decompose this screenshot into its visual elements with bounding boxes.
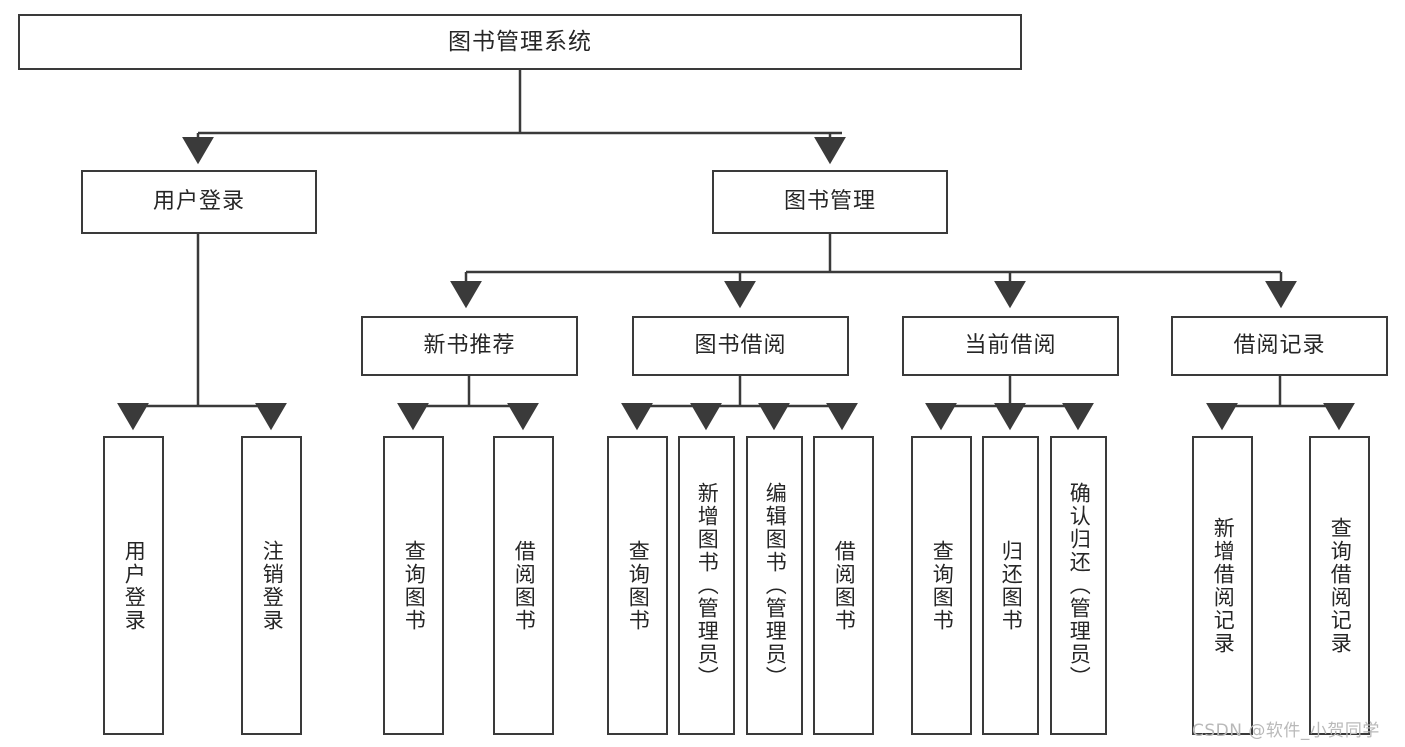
leaf-logout-login-label: 注销登录 (260, 539, 285, 632)
csdn-watermark: CSDN @软件_小贺同学 (1192, 721, 1380, 741)
leaf-logout-login[interactable]: 注销登录 (241, 436, 302, 735)
node-current-borrow-label: 当前借阅 (964, 333, 1057, 359)
leaf-query-book-1-label: 查询图书 (402, 539, 427, 632)
node-borrow-record[interactable]: 借阅记录 (1171, 316, 1388, 376)
leaf-user-login-label: 用户登录 (122, 539, 147, 632)
leaf-borrow-book-1[interactable]: 借阅图书 (493, 436, 554, 735)
leaf-query-book-2-label: 查询图书 (626, 539, 651, 632)
leaf-return-book-label: 归还图书 (999, 539, 1024, 632)
leaf-edit-book[interactable]: 编辑图书（管理员） (746, 436, 803, 735)
leaf-query-record-label: 查询借阅记录 (1328, 516, 1353, 655)
node-borrow-record-label: 借阅记录 (1233, 333, 1326, 359)
node-root-label: 图书管理系统 (448, 28, 592, 55)
node-user-login[interactable]: 用户登录 (81, 170, 317, 234)
node-current-borrow[interactable]: 当前借阅 (902, 316, 1119, 376)
leaf-query-book-3[interactable]: 查询图书 (911, 436, 972, 735)
leaf-query-book-1[interactable]: 查询图书 (383, 436, 444, 735)
leaf-add-record[interactable]: 新增借阅记录 (1192, 436, 1253, 735)
node-book-management[interactable]: 图书管理 (712, 170, 948, 234)
node-book-borrow-label: 图书借阅 (694, 333, 787, 359)
leaf-query-record[interactable]: 查询借阅记录 (1309, 436, 1370, 735)
node-new-book-recommend[interactable]: 新书推荐 (361, 316, 578, 376)
node-user-login-label: 用户登录 (152, 189, 245, 215)
leaf-query-book-2[interactable]: 查询图书 (607, 436, 668, 735)
node-new-book-recommend-label: 新书推荐 (423, 333, 516, 359)
leaf-query-book-3-label: 查询图书 (930, 539, 955, 632)
leaf-borrow-book-2[interactable]: 借阅图书 (813, 436, 874, 735)
leaf-edit-book-label: 编辑图书（管理员） (763, 482, 788, 689)
leaf-user-login[interactable]: 用户登录 (103, 436, 164, 735)
leaf-add-book-label: 新增图书（管理员） (695, 482, 720, 689)
node-root[interactable]: 图书管理系统 (18, 14, 1022, 70)
node-book-management-label: 图书管理 (783, 189, 876, 215)
leaf-confirm-return[interactable]: 确认归还（管理员） (1050, 436, 1107, 735)
leaf-borrow-book-2-label: 借阅图书 (832, 539, 857, 632)
leaf-borrow-book-1-label: 借阅图书 (512, 539, 537, 632)
leaf-confirm-return-label: 确认归还（管理员） (1067, 482, 1092, 689)
leaf-return-book[interactable]: 归还图书 (982, 436, 1039, 735)
node-book-borrow[interactable]: 图书借阅 (632, 316, 849, 376)
leaf-add-book[interactable]: 新增图书（管理员） (678, 436, 735, 735)
leaf-add-record-label: 新增借阅记录 (1211, 516, 1236, 655)
